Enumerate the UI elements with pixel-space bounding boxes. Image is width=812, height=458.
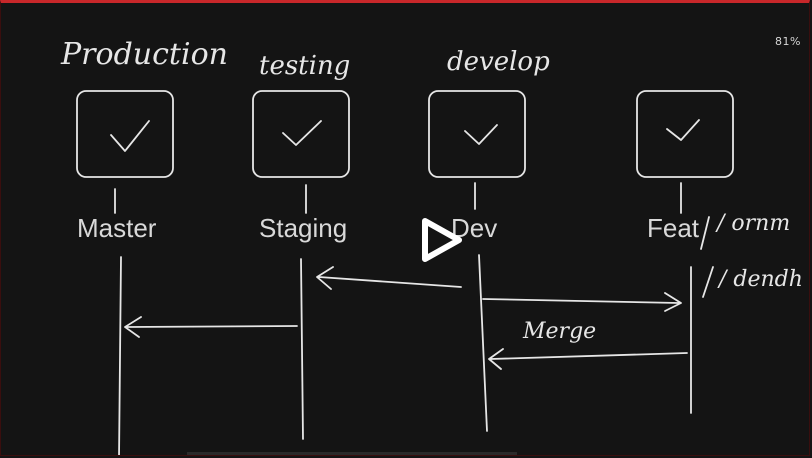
annotation-feat-suffix-2: / dendh — [719, 267, 803, 292]
arrow-feat-to-dev — [488, 348, 688, 370]
annotation-merge: Merge — [523, 319, 597, 344]
branch-line-staging — [300, 258, 304, 440]
annotation-testing: testing — [259, 51, 351, 81]
arrow-dev-to-feat — [482, 292, 682, 312]
checkbox-staging — [252, 90, 350, 178]
annotation-feat-suffix-1: / ornm — [717, 211, 791, 236]
checkmark-staging-icon — [282, 120, 322, 146]
arrow-staging-to-master — [124, 316, 298, 338]
branch-label-feat: Feat — [647, 213, 700, 243]
zoom-level: 81% — [775, 35, 801, 48]
branch-label-staging: Staging — [259, 213, 348, 243]
checkmark-dev-icon — [464, 124, 498, 145]
annotation-production: Production — [61, 37, 228, 72]
feat-divider-2 — [702, 266, 714, 298]
branch-line-dev — [478, 254, 488, 432]
branch-label-master: Master — [77, 213, 157, 243]
checkbox-master — [76, 90, 174, 178]
checkbox-dev — [428, 90, 526, 178]
feat-divider — [700, 216, 710, 250]
scrubber-track[interactable] — [187, 452, 517, 455]
checkmark-master-icon — [110, 120, 150, 152]
play-button[interactable] — [419, 217, 465, 263]
whiteboard-drawing — [76, 90, 734, 455]
branch-line-master — [118, 256, 122, 455]
play-icon — [422, 218, 462, 262]
arrow-dev-to-staging — [316, 266, 462, 290]
checkmark-feat-icon — [666, 119, 700, 141]
annotation-develop: develop — [447, 47, 550, 77]
checkbox-feat — [636, 90, 734, 178]
